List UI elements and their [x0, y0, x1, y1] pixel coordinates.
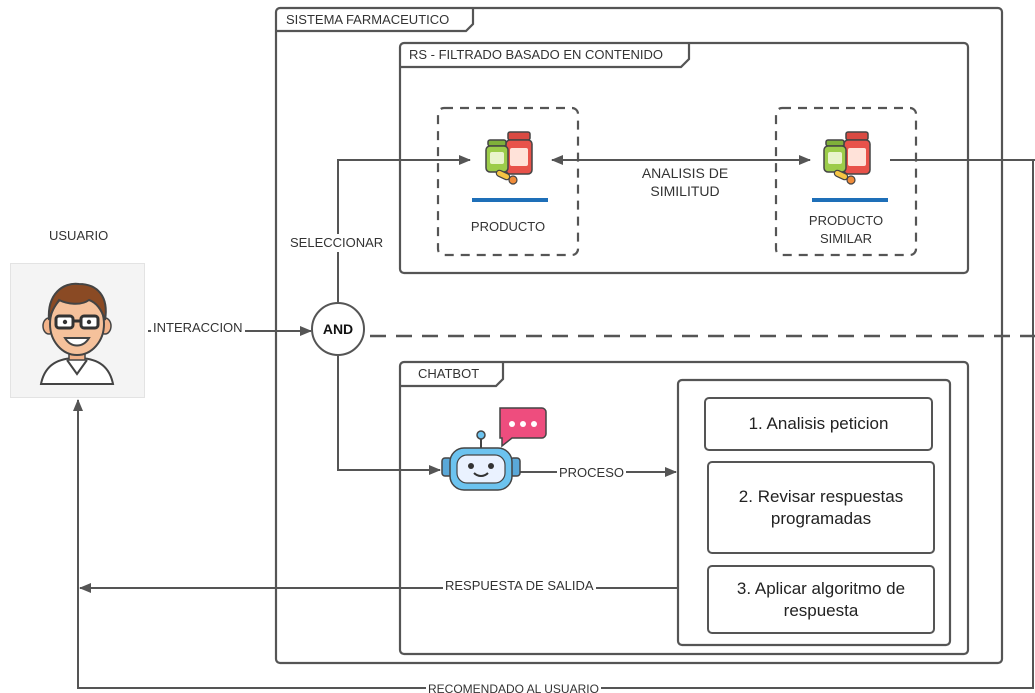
and-node: AND: [311, 302, 365, 356]
to-chatbot-arrow: [337, 356, 441, 475]
similarity-label: ANALISIS DE SIMILITUD: [610, 164, 760, 200]
user-card: [10, 263, 145, 398]
similar-product-label: PRODUCTO SIMILAR: [808, 213, 884, 246]
product-bar: [472, 198, 548, 202]
chatbot-frame: [398, 360, 970, 656]
medicine-bottles-icon: [485, 131, 533, 185]
chatbot-tab: [400, 362, 505, 388]
chat-bubble-icon: [499, 407, 547, 448]
similar-product-box: [774, 106, 918, 257]
chat-icon: [496, 404, 548, 455]
medicine-bottles-icon: [823, 131, 871, 185]
rs-title: RS - FILTRADO BASADO EN CONTENIDO: [409, 47, 664, 62]
bot-icon: [440, 428, 522, 501]
rs-frame: [398, 41, 970, 275]
similar-product-bar: [812, 198, 888, 202]
robot-icon: [441, 430, 521, 491]
system-tab: [276, 8, 475, 33]
output-label: RESPUESTA DE SALIDA: [443, 578, 596, 594]
chatbot-title: CHATBOT: [418, 366, 480, 381]
interaction-label: INTERACCION: [151, 320, 245, 336]
step-analisis-peticion: 1. Analisis peticion: [704, 397, 933, 451]
user-avatar-icon: [39, 282, 115, 385]
product-box: [436, 106, 580, 257]
similar-product-icon: [820, 128, 876, 197]
system-title: SISTEMA FARMACEUTICO: [286, 12, 450, 27]
rs-tab: [400, 43, 691, 69]
process-label: PROCESO: [557, 465, 627, 481]
recommend-arrow: [73, 159, 1034, 689]
step-aplicar-algoritmo: 3. Aplicar algoritmo de respuesta: [707, 565, 935, 634]
select-label: SELECCIONAR: [289, 234, 385, 252]
user-label: USUARIO: [49, 228, 109, 243]
step-revisar-respuestas: 2. Revisar respuestas programadas: [707, 461, 935, 554]
select-arrow: [337, 155, 471, 302]
recommend-label: RECOMENDADO AL USUARIO: [426, 681, 601, 693]
steps-container: [676, 378, 952, 647]
product-label: PRODUCTO: [470, 219, 546, 234]
product-icon: [482, 128, 538, 197]
